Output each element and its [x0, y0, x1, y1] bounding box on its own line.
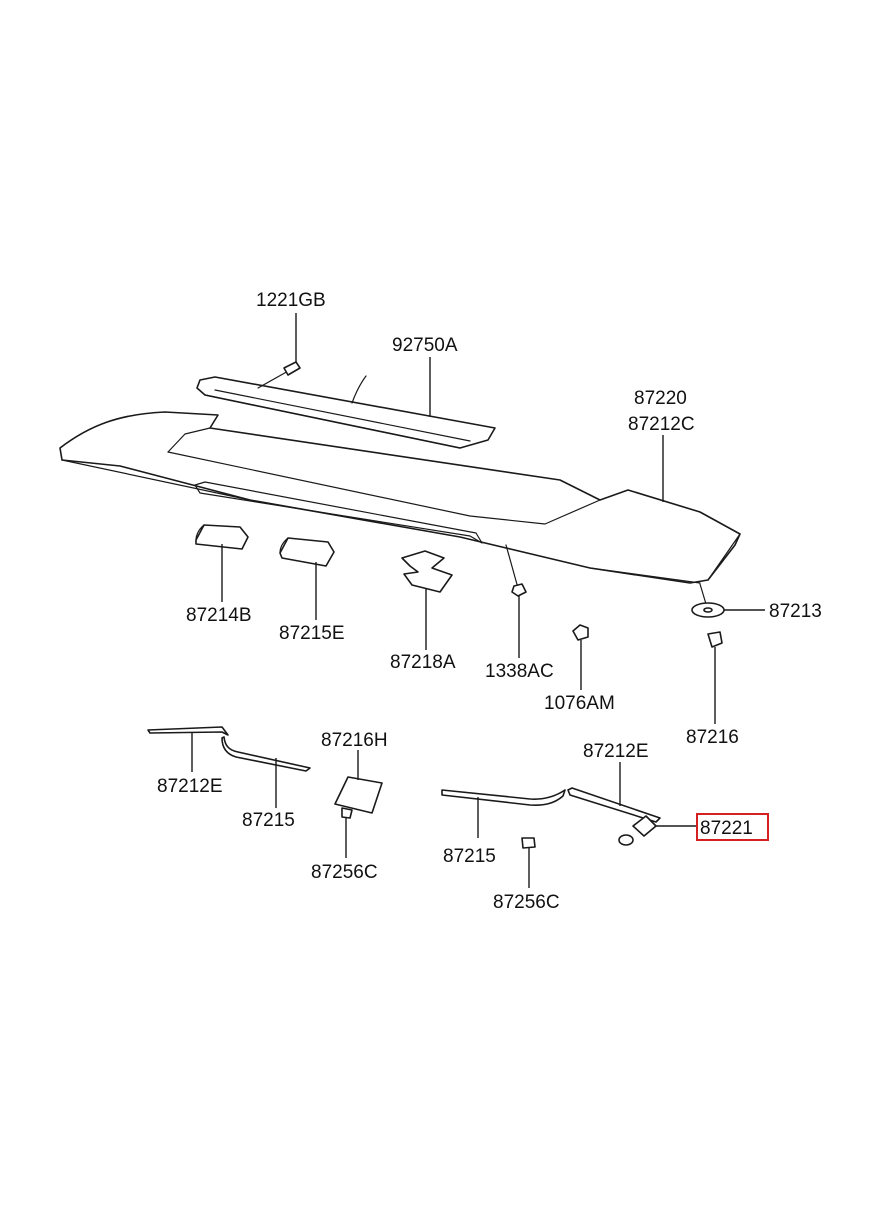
strip-87212e-left[interactable]	[147, 726, 229, 736]
label-87213[interactable]: 87213	[769, 601, 822, 622]
bracket-87218a[interactable]	[401, 550, 453, 593]
strip-87212e-right[interactable]	[567, 787, 661, 823]
cap-87221[interactable]	[618, 815, 657, 846]
clip-1076am[interactable]	[572, 624, 589, 641]
label-87215-left[interactable]: 87215	[242, 810, 295, 831]
highlight-box	[696, 813, 769, 841]
screw-1221gb[interactable]	[257, 361, 301, 389]
nut-1338ac[interactable]	[505, 544, 527, 597]
label-87215e[interactable]: 87215E	[279, 623, 345, 644]
strip-87215-right[interactable]	[441, 789, 566, 806]
label-92750a[interactable]: 92750A	[392, 335, 458, 356]
label-87221[interactable]: 87221	[700, 818, 753, 839]
label-87212c[interactable]: 87212C	[628, 414, 695, 435]
label-87212e-right[interactable]: 87212E	[583, 741, 649, 762]
label-87212e-left[interactable]: 87212E	[157, 776, 223, 797]
leader-lines	[191, 313, 765, 888]
label-87218a[interactable]: 87218A	[390, 652, 456, 673]
washer-87213[interactable]	[691, 583, 725, 618]
label-87216[interactable]: 87216	[686, 727, 739, 748]
label-87215-right[interactable]: 87215	[443, 846, 496, 867]
label-1221gb[interactable]: 1221GB	[256, 290, 326, 311]
pad-87216h[interactable]	[334, 776, 383, 819]
part-labels: 1221GB 92750A 87220 87212C 87214B 87215E…	[157, 290, 822, 913]
pad-87214b[interactable]	[195, 524, 249, 550]
label-87214b[interactable]: 87214B	[186, 605, 252, 626]
label-87216h[interactable]: 87216H	[321, 730, 388, 751]
strip-87215-left[interactable]	[221, 736, 311, 772]
label-87220[interactable]: 87220	[634, 388, 687, 409]
clip-87256c-right[interactable]	[521, 837, 536, 849]
rear-spoiler-87220[interactable]	[59, 411, 741, 584]
pad-87215e[interactable]	[279, 537, 335, 567]
label-87256c-right[interactable]: 87256C	[493, 892, 560, 913]
label-1338ac[interactable]: 1338AC	[485, 661, 554, 682]
label-1076am[interactable]: 1076AM	[544, 693, 615, 714]
label-87256c-left[interactable]: 87256C	[311, 862, 378, 883]
grommet-87216[interactable]	[707, 631, 723, 648]
